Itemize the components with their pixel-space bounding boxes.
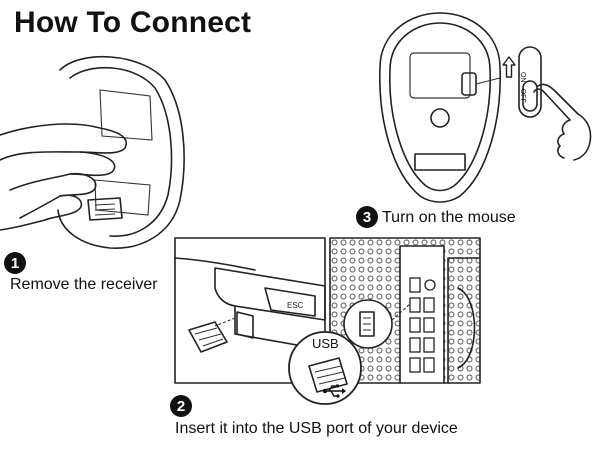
hand-icon — [533, 83, 592, 161]
page-title: How To Connect — [14, 6, 252, 39]
step3-mouse-illustration — [379, 12, 501, 203]
step-3-caption: Turn on the mouse — [382, 209, 516, 226]
step-1-caption: Remove the receiver — [10, 276, 158, 293]
step-2-caption: Insert it into the USB port of your devi… — [175, 420, 458, 437]
usb-symbol-icon — [322, 384, 346, 403]
usb-label: USB — [312, 336, 339, 351]
step-1-number: 1 — [4, 252, 26, 274]
step2-laptop-illustration: ESC — [174, 237, 326, 384]
step-3-number: 3 — [356, 206, 378, 228]
esc-key-label: ESC — [287, 301, 304, 310]
up-arrow-icon — [502, 56, 516, 78]
power-switch-icon — [518, 46, 542, 118]
step-2-number: 2 — [170, 395, 192, 417]
step1-illustration — [0, 55, 185, 249]
usb-callout — [288, 331, 362, 405]
switch-label: ON - OFF — [519, 72, 526, 103]
